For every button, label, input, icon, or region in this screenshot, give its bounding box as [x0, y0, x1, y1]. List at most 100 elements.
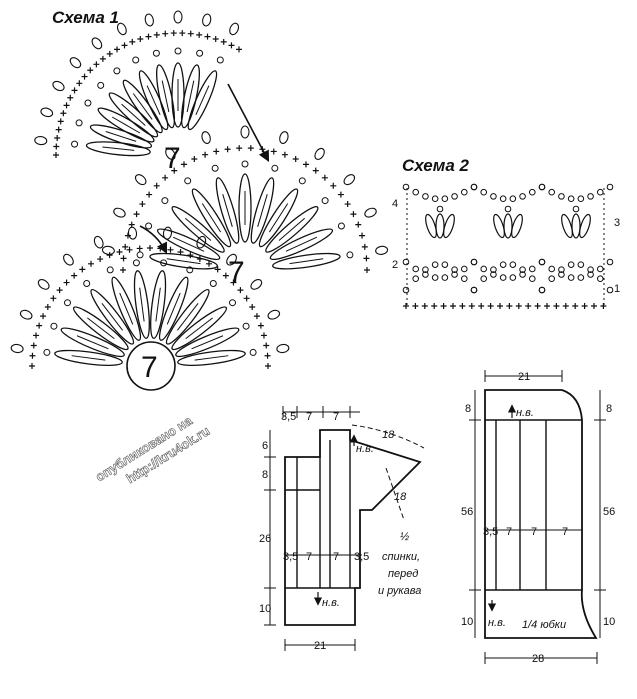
sc-symbol	[30, 342, 37, 349]
sc-symbol	[350, 211, 357, 218]
sc-symbol	[79, 266, 86, 273]
chain-symbol	[577, 195, 585, 202]
chain-symbol	[587, 271, 594, 278]
sc-symbol	[303, 161, 309, 168]
petal-symbol	[149, 252, 218, 270]
chain-symbol	[43, 348, 51, 356]
chain-symbol	[298, 177, 306, 185]
picot-symbol	[93, 235, 104, 249]
chain-symbol	[538, 183, 546, 191]
bodice-nv-bottom: н.в.	[322, 597, 340, 609]
row-number-2: 2	[392, 259, 398, 271]
petal-symbol	[158, 276, 189, 341]
sc-symbol	[222, 272, 229, 279]
bodice-caption-2: спинки,	[382, 551, 420, 563]
chain-symbol	[184, 177, 192, 185]
bodice-caption-3: перед	[388, 568, 418, 580]
petal-symbol	[238, 173, 252, 243]
chain-symbol	[519, 193, 526, 200]
sc-symbol	[359, 232, 366, 239]
chain-symbol	[402, 183, 410, 191]
chain-symbol	[499, 274, 507, 281]
sc-symbol	[515, 303, 522, 309]
chain-symbol	[558, 193, 565, 200]
sc-symbol	[99, 55, 106, 62]
sc-symbol	[97, 256, 104, 263]
bodice-height-3: 26	[259, 533, 271, 545]
sc-symbol	[440, 303, 447, 309]
sc-symbol	[213, 148, 220, 155]
sc-symbol	[196, 256, 203, 263]
cluster-symbol	[493, 213, 505, 239]
bodice-width-2: 7	[306, 411, 312, 423]
sc-symbol	[121, 42, 128, 49]
skirt-caption: 1/4 юбки	[522, 619, 566, 631]
sc-symbol	[591, 303, 597, 309]
bodice-height-2: 8	[262, 469, 268, 481]
sc-symbol	[53, 152, 59, 158]
chain-symbol	[209, 279, 217, 287]
petal-symbol	[258, 188, 299, 248]
sc-symbol	[257, 322, 264, 329]
chain-symbol	[136, 251, 144, 259]
picot-symbol	[250, 279, 263, 290]
scheme1-motifs	[10, 10, 389, 369]
sc-symbol	[71, 272, 78, 279]
sc-symbol	[237, 287, 244, 294]
chain-symbol	[538, 258, 546, 266]
chain-symbol	[470, 286, 478, 294]
chain-symbol	[596, 188, 604, 196]
chain-symbol	[211, 164, 219, 172]
sc-symbol	[281, 151, 288, 158]
chain-symbol	[412, 265, 420, 273]
picot-symbol	[343, 174, 356, 186]
sc-symbol	[224, 146, 231, 153]
sc-symbol	[29, 363, 35, 369]
sc-symbol	[147, 245, 153, 251]
chain-symbol	[412, 275, 420, 283]
cluster-symbol	[579, 213, 591, 239]
sc-symbol	[355, 221, 362, 228]
sc-symbol	[337, 191, 344, 198]
sc-symbol	[312, 167, 319, 174]
motif-center-circle	[126, 341, 176, 391]
sc-symbol	[228, 42, 235, 49]
sc-symbol	[497, 303, 503, 309]
sc-symbol	[116, 249, 123, 256]
sc-symbol	[179, 30, 186, 37]
picot-symbol	[165, 147, 176, 160]
sc-symbol	[361, 243, 368, 250]
picot-symbol	[202, 13, 212, 27]
chain-symbol	[431, 195, 439, 202]
chain-symbol	[84, 99, 92, 107]
sc-symbol	[506, 303, 513, 309]
cluster-symbol	[443, 213, 455, 239]
sc-symbol	[170, 30, 177, 37]
chain-symbol	[161, 197, 169, 205]
sc-symbol	[364, 267, 370, 273]
chain-symbol	[186, 266, 194, 274]
chain-symbol	[558, 271, 565, 278]
sc-symbol	[431, 303, 438, 309]
chain-symbol	[480, 275, 488, 283]
sc-symbol	[56, 287, 63, 294]
row-number-1: 1	[614, 283, 620, 295]
bodice-mid-width-4: 3,5	[354, 551, 369, 563]
chain-symbol	[460, 265, 468, 273]
sc-symbol	[544, 303, 550, 309]
sc-symbol	[137, 35, 144, 42]
motif-fan-3	[10, 226, 290, 369]
chain-symbol	[470, 258, 478, 266]
sc-symbol	[120, 267, 126, 273]
chain-symbol	[241, 160, 249, 168]
skirt-nv-bottom: н.в.	[488, 617, 506, 629]
chain-symbol	[558, 266, 565, 273]
chain-symbol	[460, 275, 468, 283]
sc-symbol	[177, 249, 184, 256]
sc-symbol	[50, 295, 57, 302]
bodice-caption-1: ½	[400, 531, 409, 543]
sc-symbol	[202, 151, 209, 158]
sc-symbol	[459, 303, 466, 309]
chain-symbol	[441, 274, 449, 281]
